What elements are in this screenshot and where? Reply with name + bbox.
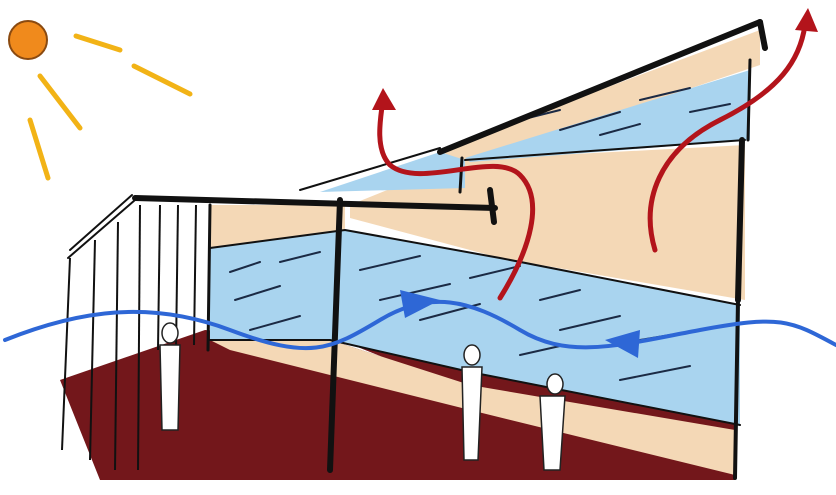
warm-air-arrowhead (795, 8, 818, 32)
person-figure (160, 323, 180, 430)
sun-rays (30, 36, 190, 178)
sun-icon (9, 21, 190, 178)
warm-air-arrowhead (372, 88, 396, 110)
